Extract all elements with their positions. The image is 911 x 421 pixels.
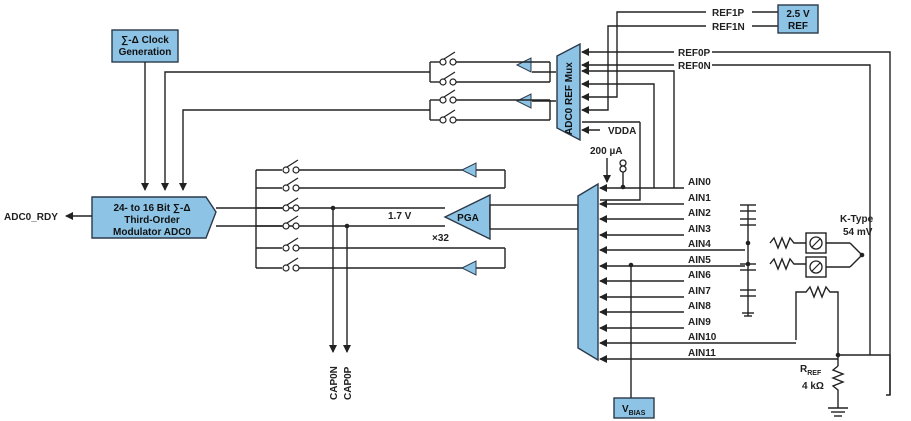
modulator-label-3: Modulator ADC0	[113, 227, 191, 238]
modulator-label-1: 24- to 16 Bit ∑-Δ	[113, 203, 190, 214]
vdda-label: VDDA	[608, 126, 636, 137]
ref-switch-bank	[429, 51, 556, 124]
input-switch-bank	[255, 159, 506, 276]
input-mux	[577, 182, 599, 362]
external-circuit: K-Type 54 mV RREF 4 kΩ	[740, 204, 891, 417]
ain-label-7: AIN7	[688, 286, 711, 297]
clock-gen-label-1: ∑-Δ Clock	[121, 35, 169, 46]
ref-voltage-label: 2.5 V	[786, 9, 810, 20]
ain-label-4: AIN4	[688, 239, 711, 250]
vbias-block: VBIAS	[613, 397, 655, 419]
ain-label-1: AIN1	[688, 193, 711, 204]
pga-label: PGA	[457, 213, 479, 224]
ain-label-2: AIN2	[688, 208, 711, 219]
ain-pins: AIN0AIN1AIN2AIN3AIN4AIN5AIN6AIN7AIN8AIN9…	[599, 177, 838, 363]
cap0n-label: CAP0N	[329, 366, 340, 400]
ref-label: REF	[788, 21, 808, 32]
ref1n-label: REF1N	[712, 22, 745, 33]
gain-label: ×32	[432, 233, 449, 244]
cap0p-label: CAP0P	[343, 366, 354, 400]
pga-block: PGA	[443, 193, 491, 241]
ain-label-9: AIN9	[688, 317, 711, 328]
modulator-label-2: Third-Order	[124, 215, 180, 226]
ain-label-10: AIN10	[688, 332, 717, 343]
current-source-label: 200 µA	[590, 146, 622, 157]
adc-rdy-label: ADC0_RDY	[4, 212, 58, 223]
ref0n-label: REF0N	[678, 61, 711, 72]
clock-generation-block: ∑-Δ Clock Generation	[111, 29, 179, 63]
rref-label: RREF	[800, 364, 822, 377]
clock-gen-label-2: Generation	[119, 47, 172, 58]
adc-ref-mux: ADC0 REF Mux	[556, 42, 581, 142]
ain-label-0: AIN0	[688, 177, 711, 188]
v17-label: 1.7 V	[388, 211, 412, 222]
rref-value-label: 4 kΩ	[802, 381, 824, 392]
ktype-voltage-label: 54 mV	[843, 227, 873, 238]
vbias-label: VBIAS	[622, 404, 646, 417]
ain-label-6: AIN6	[688, 270, 711, 281]
ain-label-3: AIN3	[688, 224, 711, 235]
ain-label-5: AIN5	[688, 255, 711, 266]
ain-label-8: AIN8	[688, 301, 711, 312]
ain-label-11: AIN11	[688, 348, 716, 359]
modulator-adc-block: 24- to 16 Bit ∑-Δ Third-Order Modulator …	[91, 196, 217, 239]
ref0p-label: REF0P	[678, 48, 711, 59]
ref1p-label: REF1P	[712, 8, 745, 19]
ktype-label: K-Type	[840, 214, 874, 225]
ref-mux-label: ADC0 REF Mux	[564, 62, 575, 135]
ref-2v5-block: 2.5 V REF	[777, 4, 819, 34]
